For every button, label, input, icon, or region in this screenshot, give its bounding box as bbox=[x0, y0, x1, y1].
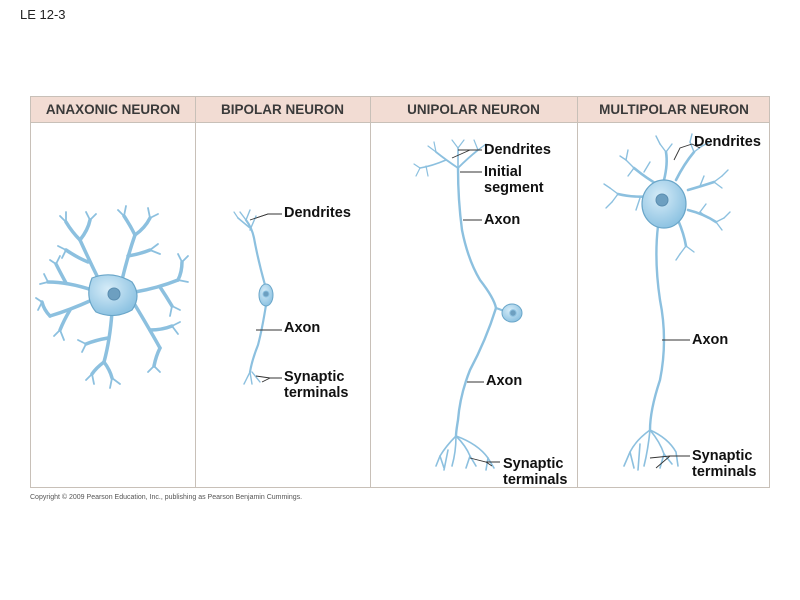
multipolar-dendrites-label: Dendrites bbox=[694, 134, 761, 150]
leader-lines bbox=[249, 143, 701, 469]
slide-label: LE 12-3 bbox=[20, 7, 66, 22]
label-line: terminals bbox=[503, 472, 568, 488]
unipolar-neuron bbox=[413, 139, 523, 471]
unipolar-dendrites-label: Dendrites bbox=[484, 142, 551, 158]
bipolar-synaptic-terminals-label: Synaptic terminals bbox=[284, 369, 348, 401]
label-line: Synaptic bbox=[284, 369, 345, 385]
label-line: terminals bbox=[284, 385, 349, 401]
unipolar-initial-segment-label: Initial segment bbox=[484, 164, 544, 196]
label-line: Synaptic bbox=[692, 448, 753, 464]
column-divider bbox=[577, 97, 578, 487]
unipolar-synaptic-terminals-label: Synaptic terminals bbox=[503, 456, 567, 488]
multipolar-axon-label: Axon bbox=[692, 332, 729, 348]
unipolar-axon-lower-label: Axon bbox=[486, 373, 523, 389]
unipolar-axon-upper-label: Axon bbox=[484, 212, 521, 228]
label-line: terminals bbox=[692, 464, 757, 480]
label-line: Synaptic bbox=[503, 456, 564, 472]
column-title-unipolar: UNIPOLAR NEURON bbox=[407, 102, 540, 117]
column-title-bipolar: BIPOLAR NEURON bbox=[220, 102, 344, 117]
header-bar bbox=[31, 97, 769, 123]
multipolar-synaptic-terminals-label: Synaptic terminals bbox=[692, 448, 756, 480]
column-divider bbox=[195, 97, 196, 487]
column-divider bbox=[370, 97, 371, 487]
column-title-anaxonic: ANAXONIC NEURON bbox=[45, 102, 181, 117]
figure-frame: ANAXONIC NEURON BIPOLAR NEURON UNIPOLAR … bbox=[30, 96, 770, 488]
label-line: Initial bbox=[484, 164, 522, 180]
bipolar-axon-label: Axon bbox=[284, 320, 321, 336]
multipolar-neuron bbox=[603, 133, 731, 471]
anaxonic-neuron bbox=[35, 205, 189, 389]
bipolar-neuron bbox=[233, 209, 274, 385]
column-title-multipolar: MULTIPOLAR NEURON bbox=[599, 102, 749, 117]
bipolar-dendrites-label: Dendrites bbox=[284, 205, 351, 221]
copyright-notice: Copyright © 2009 Pearson Education, Inc.… bbox=[30, 494, 303, 501]
label-line: segment bbox=[484, 180, 544, 196]
